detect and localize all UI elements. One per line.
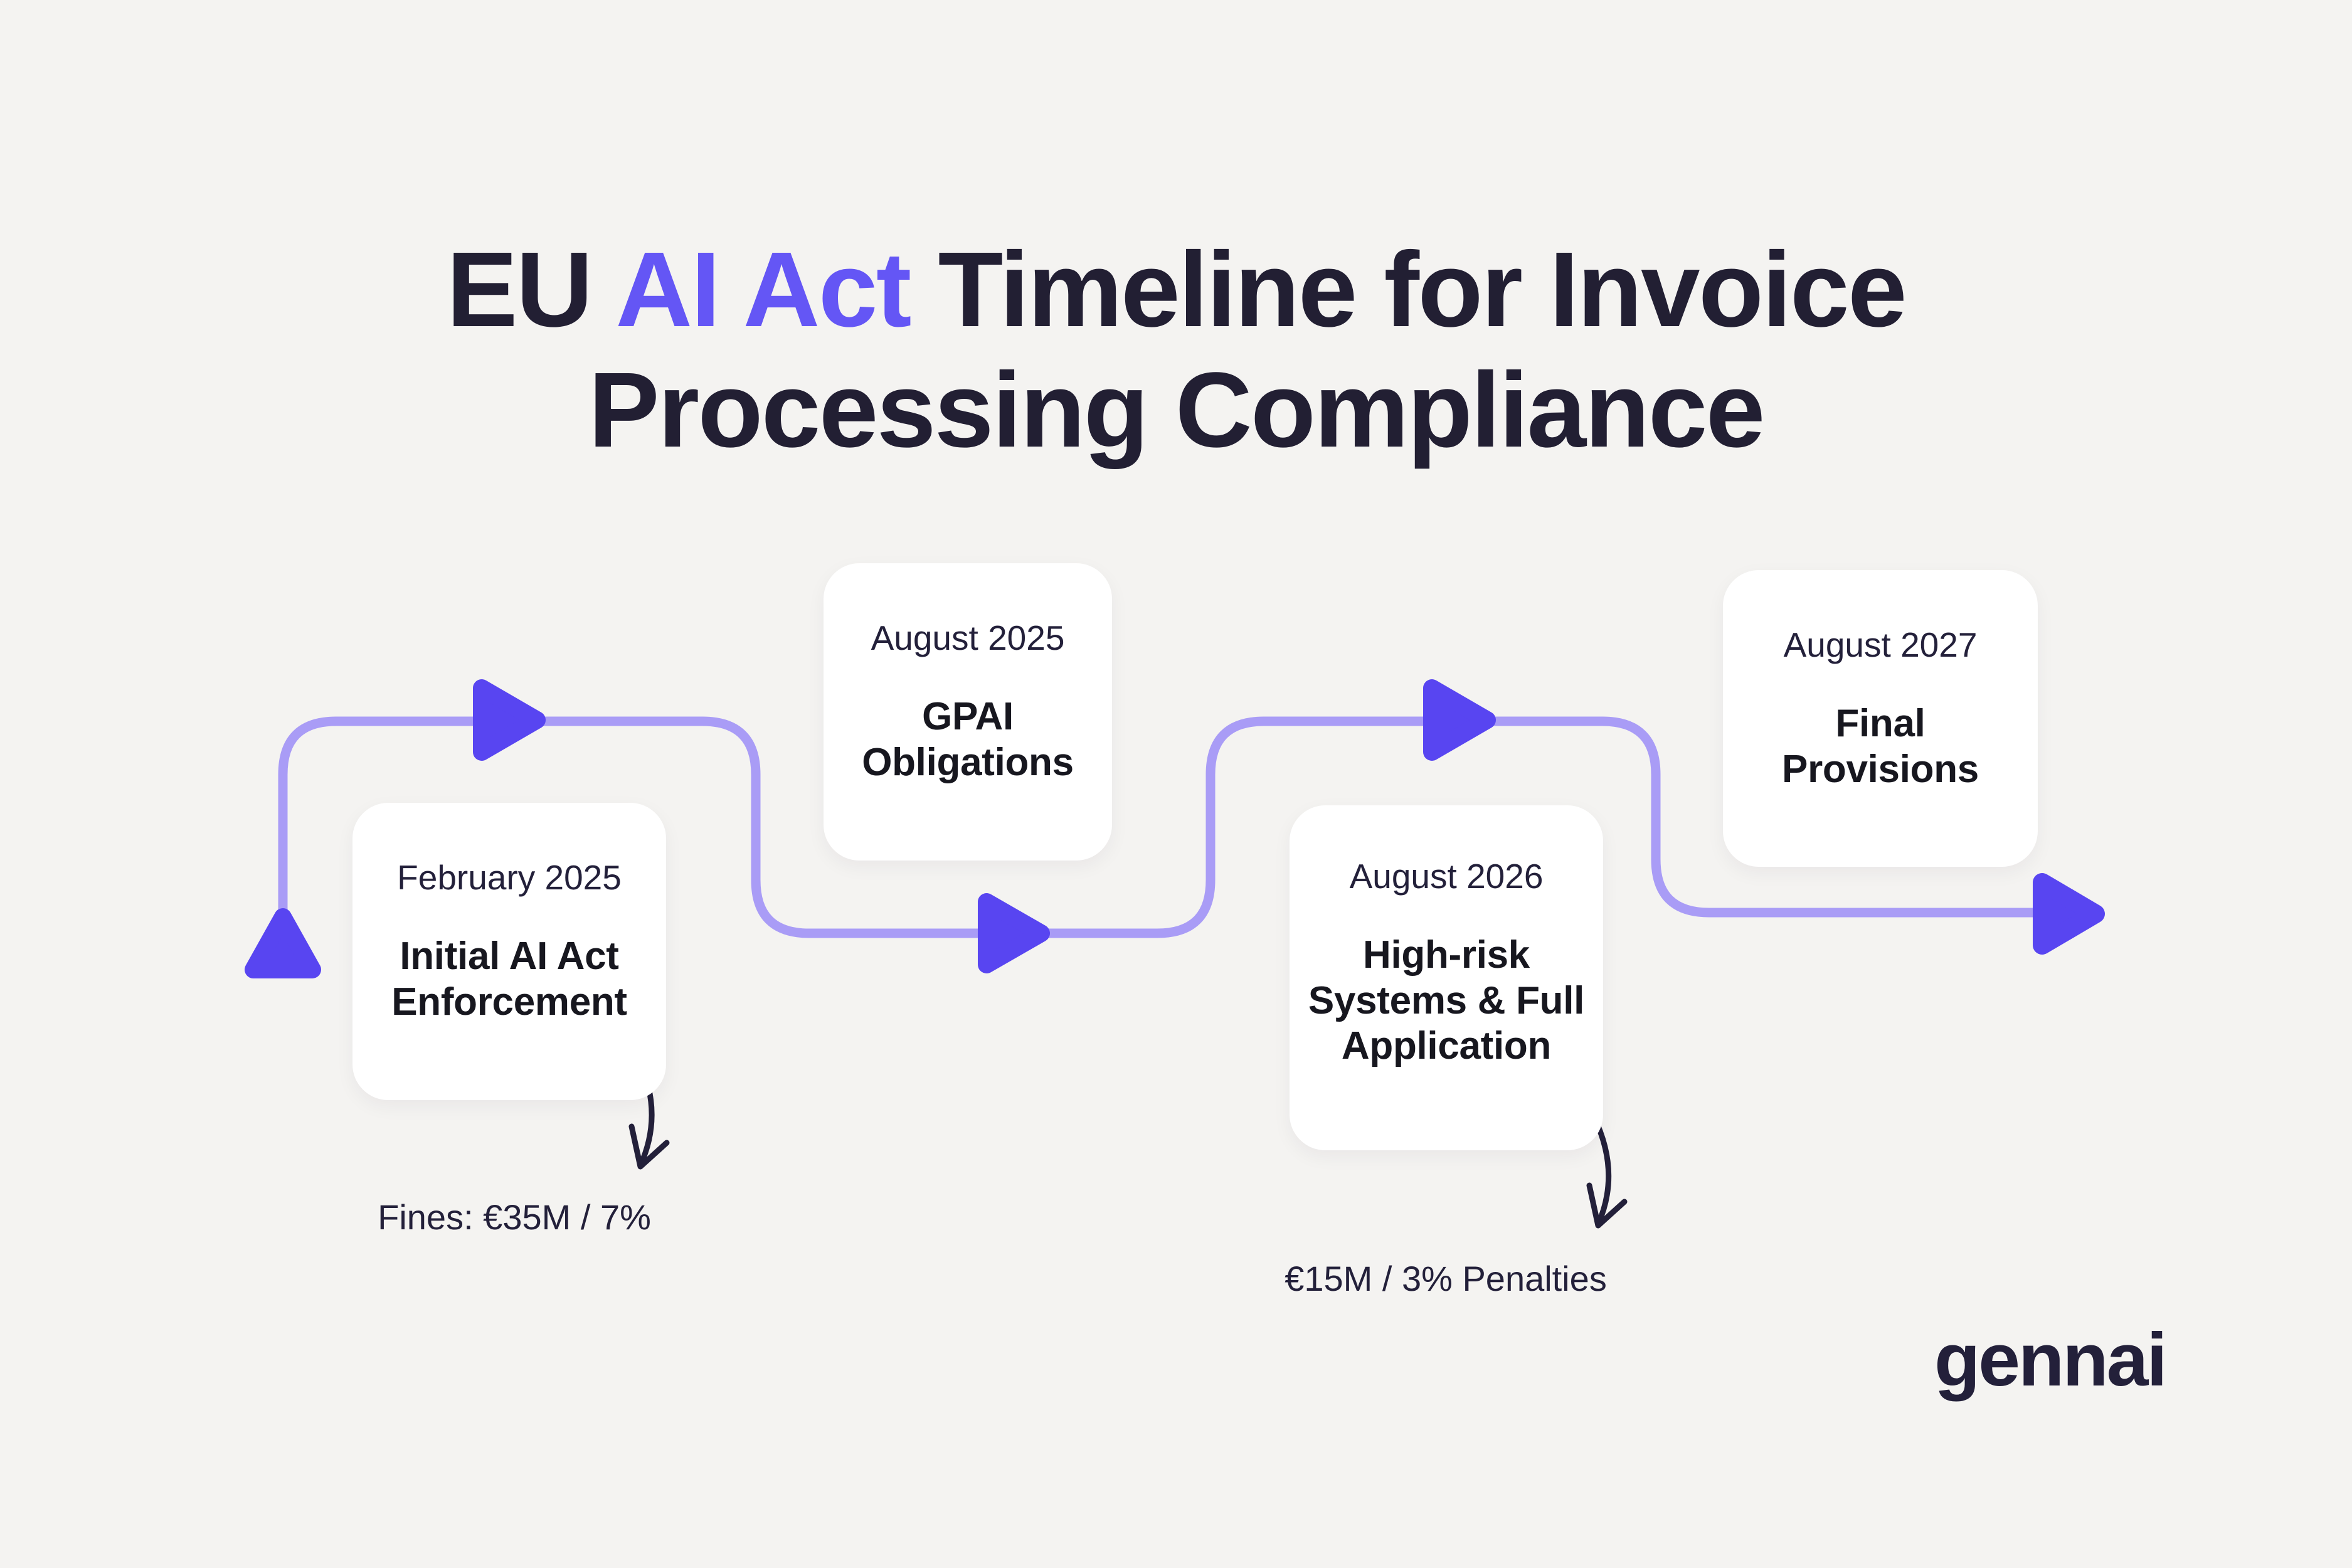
milestone-card-february-2025: February 2025 Initial AI Act Enforcement	[352, 803, 666, 1100]
milestone-date: August 2026	[1349, 857, 1544, 896]
title-post: Timeline for Invoice Processing Complian…	[588, 230, 1907, 470]
milestone-card-august-2027: August 2027 Final Provisions	[1723, 570, 2038, 867]
milestone-title: High-risk Systems & Full Application	[1308, 933, 1585, 1068]
start-triangle-icon	[245, 908, 321, 978]
milestone-date: August 2025	[871, 618, 1065, 657]
milestone-card-august-2025: August 2025 GPAI Obligations	[824, 563, 1112, 861]
page-title: EU AI Act Timeline for Invoice Processin…	[0, 230, 2352, 470]
fines-annotation: Fines: €35M / 7%	[378, 1197, 651, 1237]
milestone-title: Initial AI Act Enforcement	[391, 935, 627, 1024]
timeline-arrow-2-icon	[978, 893, 1050, 973]
title-accent: AI Act	[615, 230, 911, 349]
milestone-date: February 2025	[397, 858, 622, 897]
brand-logo: gennai	[1934, 1318, 2168, 1402]
penalties-annotation: €15M / 3% Penalties	[1285, 1259, 1607, 1298]
timeline-arrow-3-icon	[1423, 679, 1496, 761]
timeline-rail	[278, 716, 2069, 938]
milestone-card-august-2026: August 2026 High-risk Systems & Full App…	[1290, 805, 1603, 1150]
timeline-end-arrow-icon	[2033, 873, 2105, 955]
timeline-arrow-1-icon	[473, 679, 546, 761]
title-pre: EU	[446, 230, 616, 349]
milestone-date: August 2027	[1783, 625, 1978, 664]
milestone-title: GPAI Obligations	[862, 695, 1074, 784]
milestone-title: Final Provisions	[1782, 702, 1979, 791]
